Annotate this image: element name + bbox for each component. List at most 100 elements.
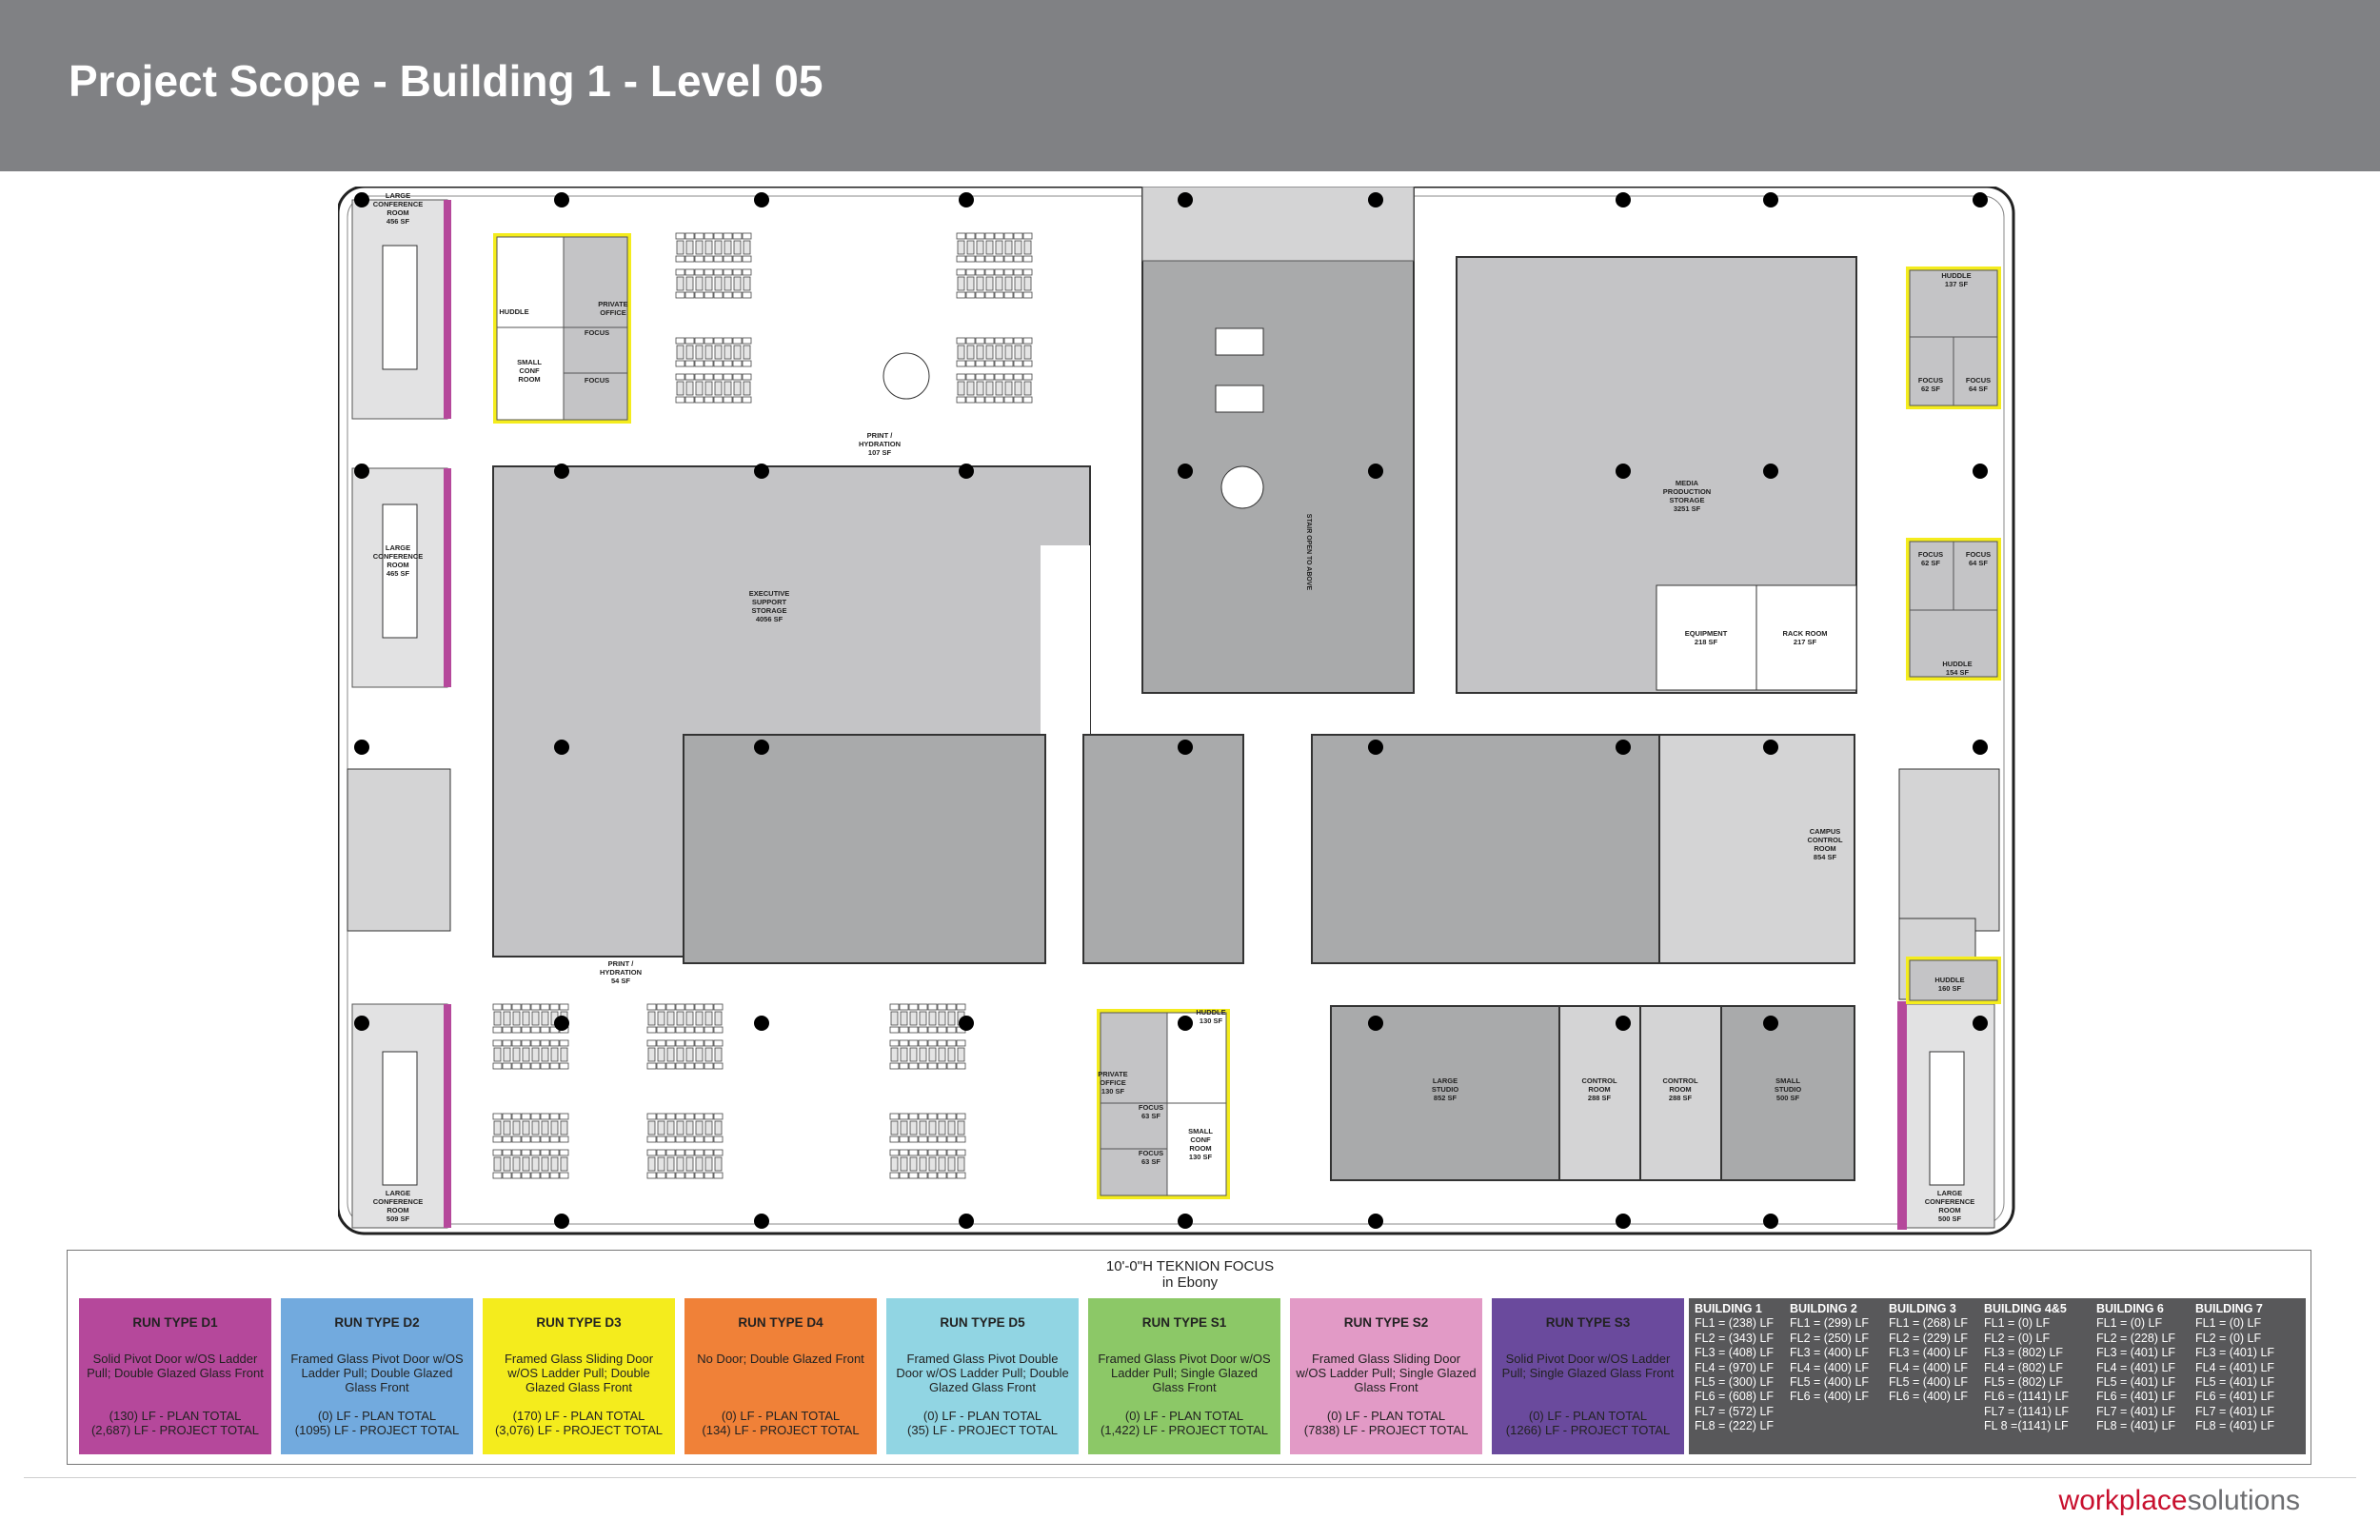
- room-label-line: 63 SF: [1141, 1112, 1160, 1120]
- room-label-line: PRINT /: [867, 431, 894, 440]
- column: [754, 740, 769, 755]
- run-type-project-total: (7838) LF - PROJECT TOTAL: [1303, 1423, 1469, 1437]
- room-label-line: PRIVATE: [598, 300, 627, 308]
- room-label-line: 154 SF: [1946, 668, 1970, 677]
- run-type-description: Framed Glass Sliding Door w/OS Ladder Pu…: [504, 1352, 654, 1394]
- column: [354, 740, 369, 755]
- room-label-line: ROOM: [1938, 1206, 1960, 1214]
- floor-length-row: FL3 = (802) LF: [1984, 1346, 2064, 1360]
- floor-length-row: FL7 = (401) LF: [2096, 1404, 2176, 1418]
- column: [1973, 740, 1988, 755]
- building-name: BUILDING 2: [1790, 1302, 1857, 1315]
- room-label-line: 456 SF: [387, 217, 410, 226]
- floor-length-row: FL6 = (400) LF: [1790, 1390, 1870, 1404]
- room-label-line: MEDIA: [1676, 479, 1699, 487]
- run-type-description: Solid Pivot Door w/OS Ladder Pull; Singl…: [1501, 1352, 1675, 1380]
- room-label-line: ROOM: [1814, 844, 1835, 853]
- run-type-label: RUN TYPE D4: [738, 1315, 823, 1330]
- run-type-label: RUN TYPE D3: [536, 1315, 622, 1330]
- room-label-line: 54 SF: [611, 977, 630, 985]
- run-type-description: Framed Glass Pivot Door w/OS Ladder Pull…: [290, 1352, 464, 1394]
- room-label-stair: STAIR OPEN TO ABOVE: [1305, 514, 1312, 591]
- run-type-description: Framed Glass Pivot Door w/OS Ladder Pull…: [1098, 1352, 1271, 1394]
- run-type-project-total: (2,687) LF - PROJECT TOTAL: [90, 1423, 260, 1437]
- room-label-line: 130 SF: [1189, 1153, 1213, 1161]
- room-label-line: 63 SF: [1141, 1157, 1160, 1166]
- legend-heading-line2: in Ebony: [1161, 1274, 1219, 1291]
- column: [1178, 1016, 1193, 1031]
- room-label-line: LARGE: [1937, 1189, 1962, 1197]
- room-label-line: STORAGE: [752, 606, 787, 615]
- floor-length-row: FL3 = (408) LF: [1695, 1346, 1775, 1360]
- room-label-line: CONTROL: [1581, 1076, 1616, 1085]
- floor-length-row: FL2 = (0) LF: [1984, 1331, 2051, 1345]
- floor-length-row: FL2 = (229) LF: [1889, 1331, 1969, 1345]
- run-type-plan-total: (170) LF - PLAN TOTAL: [512, 1409, 645, 1423]
- floor-length-row: FL5 = (802) LF: [1984, 1375, 2064, 1390]
- brand-logo-part1: workplace: [2058, 1485, 2188, 1516]
- column: [959, 1214, 974, 1229]
- room-label-line: 465 SF: [387, 569, 410, 578]
- floor-length-row: FL1 = (299) LF: [1790, 1316, 1870, 1331]
- room-label-line: 218 SF: [1695, 638, 1718, 646]
- floor-length-row: FL2 = (0) LF: [2195, 1331, 2262, 1345]
- room-label-line: 288 SF: [1669, 1094, 1693, 1102]
- legend-heading: 10'-0"H TEKNION FOCUS in Ebony: [68, 1258, 2312, 1291]
- room-label-line: FOCUS: [585, 376, 609, 385]
- floor-length-row: FL8 = (401) LF: [2195, 1419, 2275, 1433]
- floor-length-row: FL5 = (400) LF: [1790, 1375, 1870, 1390]
- column: [354, 1016, 369, 1031]
- gray-rooms: [347, 187, 2000, 1229]
- floor-length-row: FL7 = (1141) LF: [1984, 1404, 2070, 1418]
- room-label-line: PRODUCTION: [1663, 487, 1711, 496]
- run-type-box: RUN TYPE D2 Framed Glass Pivot Door w/OS …: [281, 1298, 473, 1454]
- page-header: Project Scope - Building 1 - Level 05: [0, 0, 2380, 171]
- room-label-line: LARGE: [1433, 1076, 1458, 1085]
- floor-length-row: FL7 = (401) LF: [2195, 1404, 2275, 1418]
- run-type-description: Framed Glass Pivot Double Door w/OS Ladd…: [896, 1352, 1069, 1394]
- room-label-line: LARGE: [386, 1189, 410, 1197]
- floor-length-row: FL3 = (400) LF: [1889, 1346, 1969, 1360]
- run-type-label: RUN TYPE D2: [334, 1315, 420, 1330]
- run-type-project-total: (1,422) LF - PROJECT TOTAL: [1100, 1423, 1269, 1437]
- run-type-label: RUN TYPE S2: [1343, 1315, 1429, 1330]
- room-label-line: 854 SF: [1814, 853, 1837, 861]
- room-label-line: CAMPUS: [1810, 827, 1841, 836]
- run-type-description: Framed Glass Sliding Door w/OS Ladder Pu…: [1296, 1352, 1477, 1394]
- room-label-line: CONFERENCE: [373, 552, 424, 561]
- run-type-label: RUN TYPE D5: [940, 1315, 1025, 1330]
- conference-tables: [382, 245, 1965, 1186]
- room-label-line: FOCUS: [1966, 376, 1991, 385]
- meeting-pods: [444, 200, 2001, 1230]
- column: [554, 1214, 569, 1229]
- room-label-line: ROOM: [1189, 1144, 1211, 1153]
- room-label-line: OFFICE: [1100, 1078, 1126, 1087]
- room-label-line: FOCUS: [1918, 550, 1943, 559]
- run-type-project-total: (1095) LF - PROJECT TOTAL: [294, 1423, 460, 1437]
- run-type-box: RUN TYPE S3 Solid Pivot Door w/OS Ladder …: [1492, 1298, 1684, 1454]
- run-type-plan-total: (0) LF - PLAN TOTAL: [721, 1409, 841, 1423]
- run-type-label: RUN TYPE S3: [1545, 1315, 1631, 1330]
- run-type-plan-total: (0) LF - PLAN TOTAL: [1326, 1409, 1446, 1423]
- room-label-line: SUPPORT: [752, 598, 787, 606]
- room-label-line: CONFERENCE: [373, 1197, 424, 1206]
- column: [1763, 1214, 1778, 1229]
- room-label-line: FOCUS: [1966, 550, 1991, 559]
- floor-length-row: FL2 = (250) LF: [1790, 1331, 1870, 1345]
- column: [1178, 740, 1193, 755]
